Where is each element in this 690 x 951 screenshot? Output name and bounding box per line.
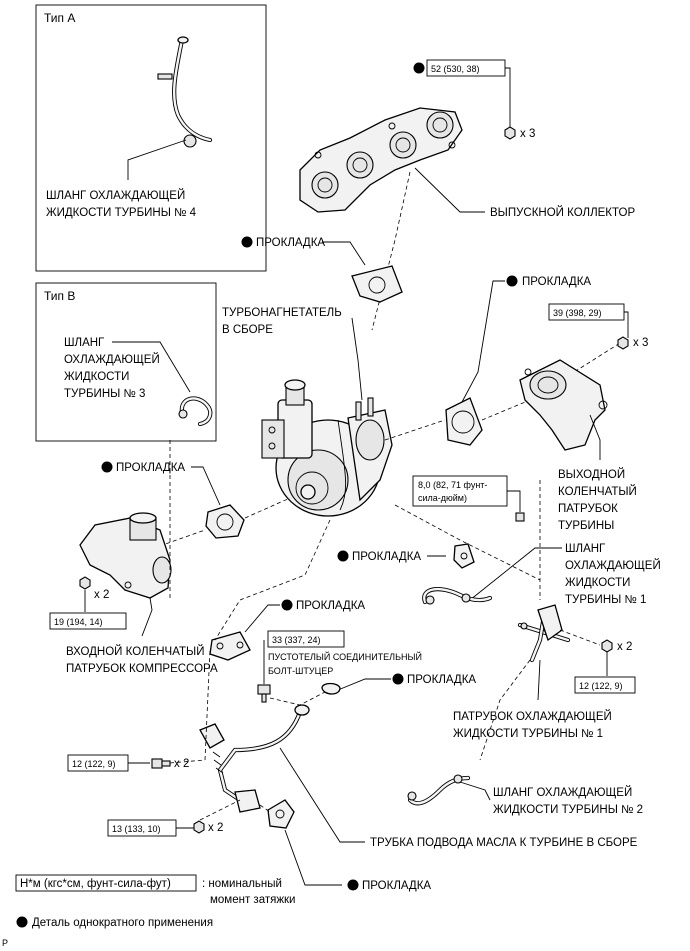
- type-a-title: Тип A: [44, 11, 75, 25]
- torque-8-line1: 8,0 (82, 71 фунт-: [418, 480, 487, 490]
- torque-box-33: [267, 630, 345, 648]
- legend-torque-desc-line2: момент затяжки: [210, 894, 295, 906]
- exhaust-manifold-drawing: [299, 107, 463, 213]
- type-b-hose-label-line2: ОХЛАЖДАЮЩЕЙ: [64, 353, 160, 366]
- compressor-inlet-elbow-drawing: [79, 512, 172, 599]
- gasket-label-1: ПРОКЛАДКА: [256, 237, 325, 249]
- gasket-label-7: ПРОКЛАДКА: [362, 880, 431, 892]
- hose2-label-line1: ШЛАНГ ОХЛАЖДАЮЩЕЙ: [493, 786, 632, 799]
- torque-box-12b: [574, 676, 636, 694]
- outlet-elbow-label-line1: ВЫХОДНОЙ: [558, 468, 625, 481]
- outlet-elbow-label-line4: ТУРБИНЫ: [558, 520, 614, 532]
- bolt-drawing: [151, 758, 171, 769]
- qty-x2-inlet: x 2: [94, 589, 109, 601]
- torque-12b: 12 (122, 9): [579, 681, 623, 691]
- small-gasket-drawing: [453, 543, 475, 569]
- turbine-coolant-hose-2-drawing: [407, 774, 471, 806]
- qty-x3-outlet: x 3: [633, 337, 648, 349]
- qty-x2-pipe: x 2: [617, 641, 632, 653]
- qty-x2-oil-bolt: x 2: [174, 758, 189, 770]
- type-b-hose-label-line4: ТУРБИНЫ № 3: [64, 388, 145, 400]
- nut-icon: [79, 576, 91, 590]
- hose1-label-line3: ЖИДКОСТИ: [565, 577, 630, 589]
- torque-12a: 12 (122, 9): [72, 759, 116, 769]
- nut-icon: [504, 126, 516, 140]
- non-reusable-mark-icon: [241, 236, 253, 248]
- type-b-hose-label-line1: ШЛАНГ: [64, 337, 105, 349]
- gasket-label-3: ПРОКЛАДКА: [116, 462, 185, 474]
- gasket-label-4: ПРОКЛАДКА: [352, 551, 421, 563]
- inlet-elbow-label-line1: ВХОДНОЙ КОЛЕНЧАТЫЙ: [66, 645, 204, 658]
- inlet-elbow-label-line2: ПАТРУБОК КОМПРЕССОРА: [66, 663, 218, 675]
- oil-pipe-gasket-lower-drawing: [267, 799, 295, 829]
- torque-39: 39 (398, 29): [553, 308, 602, 318]
- outlet-elbow-label-line3: ПАТРУБОК: [558, 503, 618, 515]
- corner-mark: P: [2, 938, 8, 948]
- turbine-coolant-hose-3-drawing: [178, 396, 213, 427]
- type-b-inset: Тип B ШЛАНГ ОХЛАЖДАЮЩЕЙ ЖИДКОСТИ ТУРБИНЫ…: [35, 282, 217, 442]
- nut-icon: [193, 820, 205, 834]
- non-reusable-mark-icon: [281, 599, 293, 611]
- torque-33: 33 (337, 24): [272, 635, 321, 645]
- turbine-outlet-gasket-drawing: [445, 397, 483, 446]
- oil-pipe-gasket-upper-drawing: [209, 631, 251, 661]
- qty-x2-oil-nut: x 2: [208, 822, 223, 834]
- hose1-label-line4: ТУРБИНЫ № 1: [565, 594, 646, 606]
- legend-torque-desc-line1: : номинальный: [202, 878, 282, 890]
- turbine-coolant-hose-4-drawing: [157, 36, 213, 148]
- turbine-coolant-pipe-1-drawing: [517, 604, 571, 663]
- hose1-label-line1: ШЛАНГ: [565, 543, 606, 555]
- non-reusable-mark-icon: [337, 550, 349, 562]
- legend-torque-box: [15, 874, 197, 892]
- compressor-inlet-gasket-drawing: [205, 504, 245, 539]
- outlet-elbow-label-line2: КОЛЕНЧАТЫЙ: [558, 485, 637, 498]
- gasket-label-5: ПРОКЛАДКА: [296, 600, 365, 612]
- turbocharger-drawing: [261, 379, 393, 517]
- non-reusable-mark-icon: [413, 62, 425, 74]
- legend-non-reusable: Деталь однократного применения: [32, 917, 213, 929]
- torque-8-line2: сила-дюйм): [418, 493, 467, 503]
- turbocharger-label-line1: ТУРБОНАГНЕТАТЕЛЬ: [222, 307, 342, 319]
- bolt-icon: [515, 512, 525, 522]
- legend-torque-unit: Н*м (кгс*см, фунт-сила-фут): [20, 878, 171, 890]
- oil-pipe-label: ТРУБКА ПОДВОДА МАСЛА К ТУРБИНЕ В СБОРЕ: [370, 837, 638, 849]
- type-b-hose-label-line3: ЖИДКОСТИ: [64, 371, 129, 383]
- torque-52: 52 (530, 38): [431, 64, 480, 74]
- torque-13: 13 (133, 10): [112, 824, 161, 834]
- exhaust-manifold-label: ВЫПУСКНОЙ КОЛЛЕКТОР: [490, 206, 635, 219]
- nut-icon: [601, 639, 613, 653]
- hose1-label-line2: ОХЛАЖДАЮЩЕЙ: [565, 559, 661, 572]
- non-reusable-mark-icon: [101, 461, 113, 473]
- type-b-title: Тип B: [44, 289, 75, 303]
- qty-x3-manifold: x 3: [520, 128, 535, 140]
- pipe1-label-line1: ПАТРУБОК ОХЛАЖДАЮЩЕЙ: [453, 710, 612, 723]
- pipe1-label-line2: ЖИДКОСТИ ТУРБИНЫ № 1: [453, 728, 603, 740]
- type-a-hose-label-line1: ШЛАНГ ОХЛАЖДАЮЩЕЙ: [46, 189, 185, 202]
- turbine-oil-pipe-drawing: [199, 704, 310, 813]
- type-a-hose-label-line2: ЖИДКОСТИ ТУРБИНЫ № 4: [46, 207, 197, 219]
- union-bolt-label-line2: БОЛТ-ШТУЦЕР: [268, 666, 333, 676]
- torque-19: 19 (194, 14): [54, 617, 103, 627]
- turbine-coolant-hose-1-drawing: [422, 587, 493, 605]
- manifold-gasket-drawing: [351, 265, 403, 303]
- union-bolt-drawing: [257, 684, 271, 703]
- type-a-inset: Тип A ШЛАНГ ОХЛАЖДАЮЩЕЙ ЖИДКОСТИ ТУРБИНЫ…: [35, 4, 267, 272]
- non-reusable-mark-icon: [506, 275, 518, 287]
- non-reusable-mark-icon: [392, 673, 404, 685]
- union-bolt-label-line1: ПУСТОТЕЛЫЙ СОЕДИНИТЕЛЬНЫЙ: [268, 651, 422, 662]
- legend-non-reusable-icon: [16, 916, 28, 928]
- turbine-outlet-elbow-drawing: [519, 359, 608, 451]
- turbocharger-label-line2: В СБОРЕ: [222, 324, 273, 336]
- nut-icon: [617, 336, 629, 350]
- non-reusable-mark-icon: [347, 879, 359, 891]
- gasket-label-6: ПРОКЛАДКА: [407, 674, 476, 686]
- gasket-label-2: ПРОКЛАДКА: [522, 276, 591, 288]
- union-gasket-drawing: [321, 682, 341, 695]
- torque-box-19: [49, 612, 127, 630]
- hose2-label-line2: ЖИДКОСТИ ТУРБИНЫ № 2: [493, 804, 643, 816]
